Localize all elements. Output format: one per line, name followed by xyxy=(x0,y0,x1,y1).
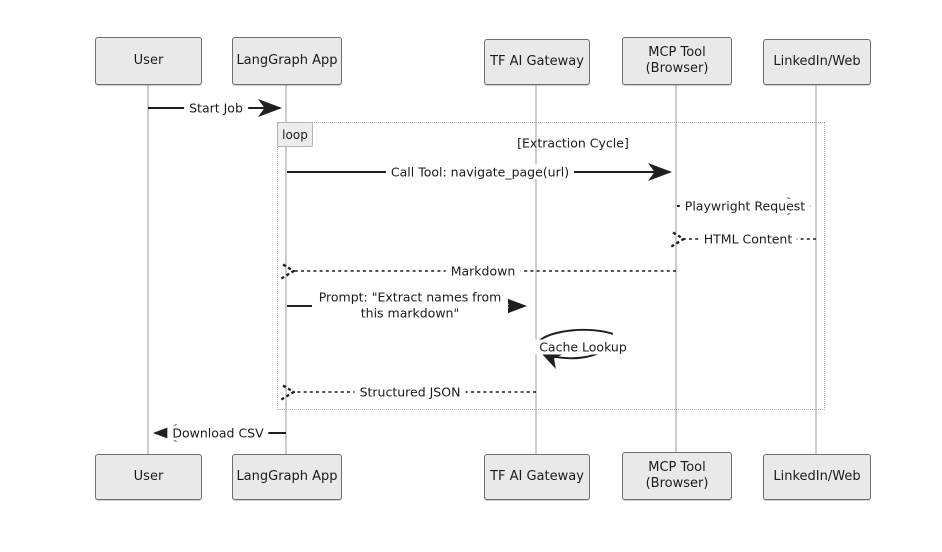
actor-box-langgraph-app-top: LangGraph App xyxy=(232,37,342,85)
message-label-start-job: Start Job xyxy=(184,100,248,116)
actor-label-tf-ai-gateway: TF AI Gateway xyxy=(490,53,584,69)
actor-box-user-bottom: User xyxy=(95,454,202,500)
actor-label-mcp-tool: MCP Tool xyxy=(648,459,706,475)
message-label-prompt-extract-names: Prompt: "Extract names from this markdow… xyxy=(312,289,508,321)
actor-sublabel-mcp-tool: (Browser) xyxy=(645,476,709,491)
loop-operator-label: loop xyxy=(277,122,313,147)
actor-box-mcp-tool-top: MCP Tool (Browser) xyxy=(622,37,732,85)
message-label-structured-json: Structured JSON xyxy=(354,384,466,400)
message-label-playwright-request: Playwright Request xyxy=(679,198,811,214)
actor-label-langgraph-app: LangGraph App xyxy=(236,468,338,484)
actor-box-tf-ai-gateway-top: TF AI Gateway xyxy=(484,39,590,85)
actor-box-tf-ai-gateway-bottom: TF AI Gateway xyxy=(484,454,590,500)
actor-sublabel-mcp-tool: (Browser) xyxy=(645,61,709,76)
actor-box-user-top: User xyxy=(95,37,202,85)
actor-label-tf-ai-gateway: TF AI Gateway xyxy=(490,468,584,484)
message-label-call-tool-navigate-page: Call Tool: navigate_page(url) xyxy=(385,164,575,180)
actor-box-linkedin-web-top: LinkedIn/Web xyxy=(763,39,871,85)
actor-label-linkedin-web: LinkedIn/Web xyxy=(773,53,861,69)
actor-box-linkedin-web-bottom: LinkedIn/Web xyxy=(763,454,871,500)
actor-label-user: User xyxy=(133,468,164,484)
message-label-cache-lookup: Cache Lookup xyxy=(534,339,632,355)
actor-label-user: User xyxy=(133,52,164,68)
actor-label-langgraph-app: LangGraph App xyxy=(236,52,338,68)
message-label-html-content: HTML Content xyxy=(698,231,798,247)
message-label-download-csv: Download CSV xyxy=(167,425,269,441)
actor-label-linkedin-web: LinkedIn/Web xyxy=(773,468,861,484)
loop-condition-label: [Extraction Cycle] xyxy=(517,135,629,151)
actor-label-mcp-tool: MCP Tool xyxy=(648,44,706,60)
actor-box-langgraph-app-bottom: LangGraph App xyxy=(232,454,342,500)
actor-box-mcp-tool-bottom: MCP Tool (Browser) xyxy=(622,452,732,500)
message-label-markdown: Markdown xyxy=(445,263,521,279)
